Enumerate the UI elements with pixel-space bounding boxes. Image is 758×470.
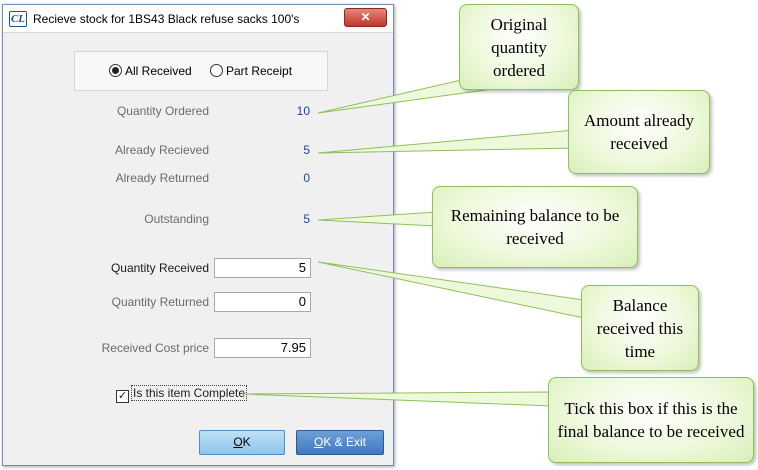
ok-mnemonic: O [233,435,243,449]
already-received-label: Already Recieved [114,143,209,157]
radio-all-received[interactable]: All Received [109,64,192,78]
radio-all-received-label: All Received [125,64,192,78]
app-logo-icon: CL [9,11,27,27]
pointer-balance-received [317,261,585,319]
window-title: Recieve stock for 1BS43 Black refuse sac… [33,12,300,26]
dialog-body: All Received Part Receipt Quantity Order… [3,34,393,465]
ok-exit-label-rest: K & Exit [323,435,367,449]
quantity-ordered-value: 10 [296,104,310,118]
quantity-received-input[interactable]: 5 [214,258,311,278]
radio-selected-icon [109,64,122,77]
callout-remaining-balance: Remaining balance to be received [432,186,638,268]
receipt-type-group: All Received Part Receipt [74,51,328,91]
already-returned-label: Already Returned [115,171,209,185]
received-cost-price-input[interactable]: 7.95 [214,338,311,358]
quantity-returned-label: Quantity Returned [111,295,209,309]
callout-balance-received: Balance received this time [581,285,699,371]
already-returned-value: 0 [303,171,310,185]
pointer-tick-box [241,391,553,407]
ok-label-rest: K [242,435,251,449]
ok-button[interactable]: OK [199,430,285,455]
pointer-remaining-balance [317,211,437,227]
radio-part-receipt-label: Part Receipt [226,64,293,78]
ok-exit-button[interactable]: OK & Exit [296,430,384,455]
callout-tick-box: Tick this box if this is the final balan… [548,377,754,463]
item-complete-checkbox[interactable]: ✓Is this item Complete [116,385,248,403]
outstanding-value: 5 [303,212,310,226]
checkmark-icon: ✓ [116,390,129,403]
callout-original-quantity: Original quantity ordered [459,4,579,90]
ok-exit-mnemonic: O [313,435,324,449]
outstanding-label: Outstanding [144,212,209,226]
title-bar[interactable]: CL Recieve stock for 1BS43 Black refuse … [3,5,393,33]
radio-part-receipt[interactable]: Part Receipt [210,64,292,78]
callout-already-received: Amount already received [568,90,710,174]
close-button[interactable]: ✕ [344,8,387,27]
received-cost-price-label: Received Cost price [101,341,209,355]
quantity-received-label: Quantity Received [110,261,209,275]
quantity-returned-input[interactable]: 0 [214,292,311,312]
receive-stock-dialog: CL Recieve stock for 1BS43 Black refuse … [2,4,394,466]
item-complete-label: Is this item Complete [131,385,248,401]
quantity-ordered-label: Quantity Ordered [116,104,209,118]
radio-unselected-icon [210,64,223,77]
pointer-already-received [317,129,576,154]
already-received-value: 5 [303,143,310,157]
